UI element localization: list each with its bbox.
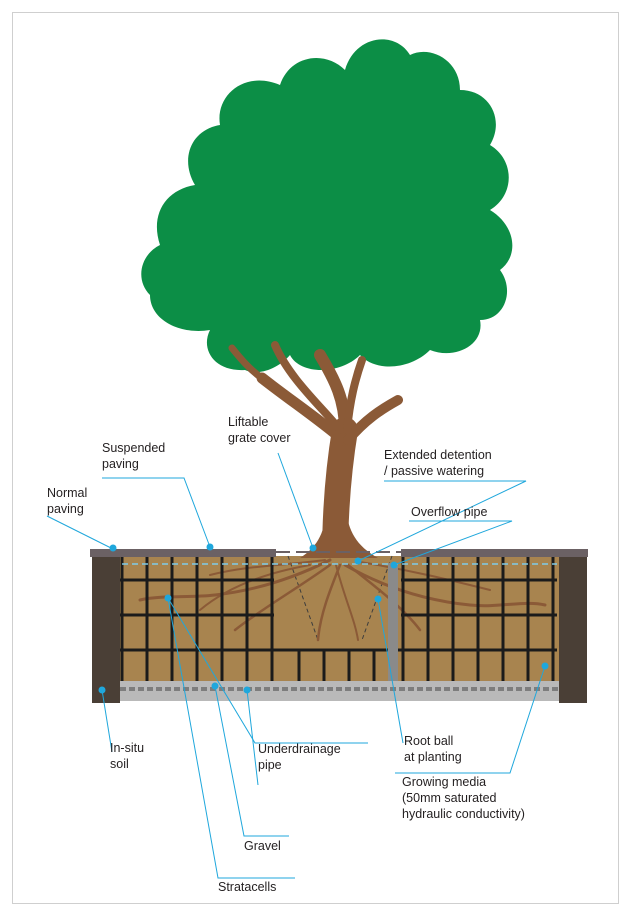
label-extended-detention: Extended detention / passive watering: [384, 448, 492, 478]
label-growing-media: Growing media (50mm saturated hydraulic …: [402, 775, 525, 821]
left-soil-wall: [92, 556, 120, 703]
label-suspended-paving: Suspended paving: [102, 441, 166, 471]
tree-trunk: [228, 341, 403, 573]
label-normal-paving: Normal paving: [47, 486, 88, 516]
stratacells-bottom-row: [274, 648, 401, 681]
label-underdrainage-pipe: Underdrainage pipe: [258, 742, 341, 772]
stratacells-left: [120, 556, 274, 681]
tree-canopy: [141, 39, 513, 373]
paving-right: [401, 549, 588, 557]
label-root-ball: Root ball at planting: [404, 734, 462, 764]
label-stratacells: Stratacells: [218, 880, 277, 894]
label-liftable-grate-cover: Liftable grate cover: [228, 415, 291, 445]
leader-dots: [98, 543, 549, 694]
overflow-pipe: [388, 563, 398, 688]
label-in-situ-soil: In-situ soil: [110, 741, 145, 771]
right-soil-wall: [559, 556, 587, 703]
diagram-frame: [12, 12, 619, 904]
paving-left: [90, 549, 276, 557]
stratacells-right: [401, 556, 557, 681]
leader-lines: [46, 452, 546, 879]
label-overflow-pipe: Overflow pipe: [411, 505, 488, 519]
label-gravel: Gravel: [244, 839, 281, 853]
trunk-flare: [300, 505, 378, 558]
